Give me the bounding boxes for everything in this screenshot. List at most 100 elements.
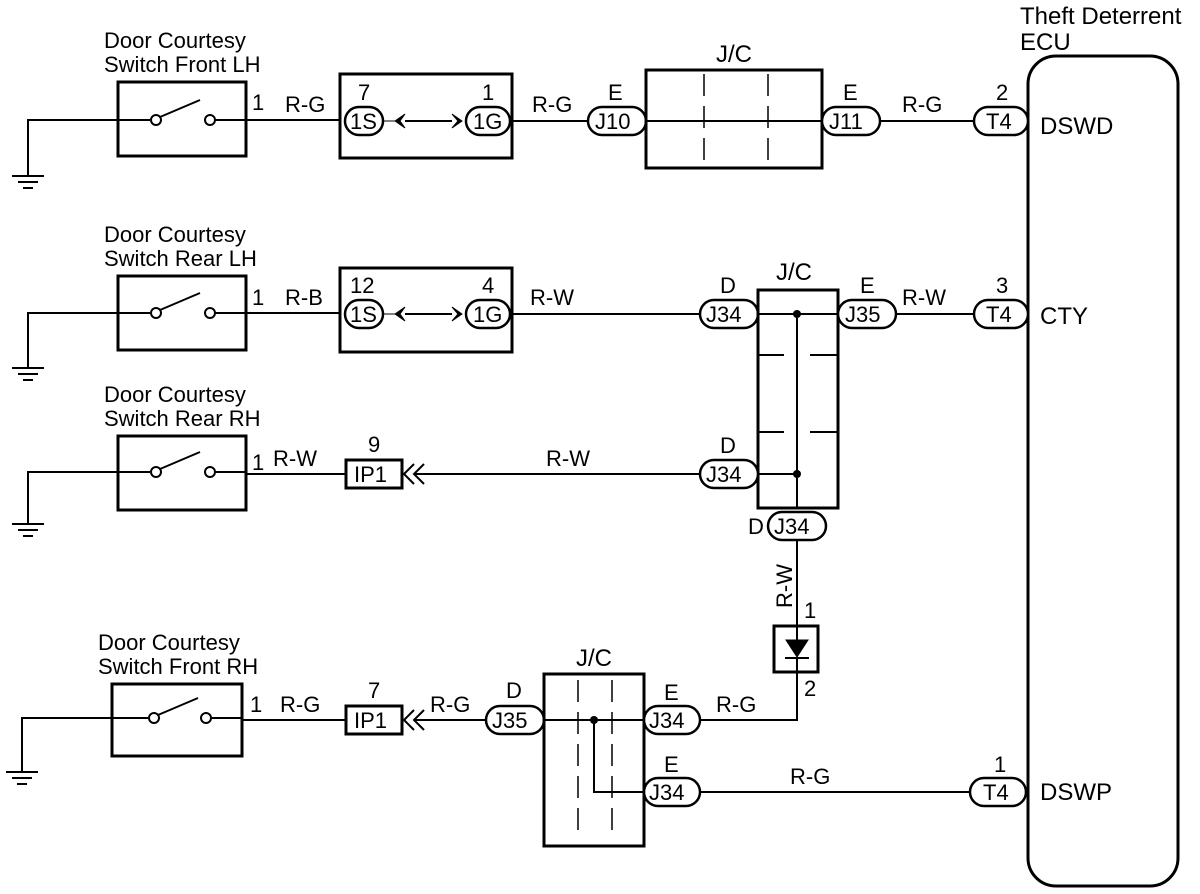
ecu-pin-cty: CTY (1040, 303, 1088, 330)
ecu-title-line1: Theft Deterrent (1020, 3, 1182, 30)
connector-pin: E (608, 80, 623, 105)
connector-pin: 1 (482, 80, 494, 105)
switch-rear-lh-label-2: Switch Rear LH (104, 246, 257, 271)
connector-ip1 (344, 704, 404, 736)
wire-label: R-G (716, 692, 756, 717)
ground-symbol (12, 312, 118, 381)
connector-1g (464, 298, 512, 330)
connector-t4 (972, 298, 1030, 330)
connector-pin: D (720, 433, 736, 458)
switch-front-lh-label-1: Door Courtesy (104, 28, 246, 53)
wire-label: R-W (772, 564, 797, 608)
connector-1s-label: 1S (350, 109, 377, 134)
connector-pin: D (748, 514, 764, 539)
door-courtesy-switch-rear-rh (116, 434, 248, 512)
connector-j35-label: J35 (492, 708, 527, 733)
wire-label: R-W (530, 285, 574, 310)
junction-label: J/C (716, 41, 752, 68)
splice-point (793, 470, 801, 478)
wire-label: R-G (902, 92, 942, 117)
connector-arrow-icon (402, 709, 415, 731)
connector-arrow-icon (383, 306, 406, 322)
wire-label: R-W (546, 446, 590, 471)
door-courtesy-switch-front-lh (116, 80, 248, 158)
junction-label: J/C (576, 645, 612, 672)
ground-symbol (12, 471, 118, 537)
connector-1g-label: 1G (473, 302, 502, 327)
theft-deterrent-ecu: Theft Deterrent ECU DSWD CTY DSWP (1020, 3, 1182, 888)
switch-front-rh-label-2: Switch Front RH (98, 654, 258, 679)
diode-pin: 2 (804, 676, 816, 701)
connector-t4-label: T4 (986, 109, 1012, 134)
connector-arrow-icon (402, 463, 415, 485)
connector-pin: E (843, 80, 858, 105)
wire-label: R-W (902, 285, 946, 310)
connector-1g-label: 1G (473, 109, 502, 134)
door-courtesy-switch-front-rh (110, 682, 244, 758)
ground-symbol (6, 717, 112, 785)
connector-j34-label: J34 (649, 708, 684, 733)
connector-pin: E (664, 680, 679, 705)
junction-box-j-c-1: J/C (644, 41, 824, 170)
switch-rear-rh-label-2: Switch Rear RH (104, 406, 260, 431)
connector-j10-label: J10 (595, 109, 630, 134)
connector-1g (464, 105, 512, 137)
switch-rear-rh-label-1: Door Courtesy (104, 382, 246, 407)
diode: 1 2 (700, 598, 820, 721)
connector-pin: 7 (368, 678, 380, 703)
junction-box-j-c-3: J/C (542, 645, 646, 848)
switch-pin: 1 (250, 692, 262, 717)
connector-pin: E (664, 752, 679, 777)
row-front-rh: Door Courtesy Switch Front RH 1 R-G IP1 … (6, 630, 1028, 848)
connector-j34-label: J34 (706, 302, 741, 327)
connector-j34-label: J34 (706, 462, 741, 487)
connector-ip1-label: IP1 (354, 462, 387, 487)
row-rear-rh: Door Courtesy Switch Rear RH 1 R-W IP1 9… (12, 382, 828, 626)
wire-label: R-G (430, 692, 470, 717)
connector-ip1-label: IP1 (354, 708, 387, 733)
wire-label: R-G (280, 692, 320, 717)
connector-j34 (642, 704, 702, 736)
wire-label: R-B (285, 285, 323, 310)
ecu-pin-dswp: DSWP (1040, 779, 1112, 806)
diode-pin: 1 (804, 598, 816, 623)
wire-label: R-W (273, 446, 317, 471)
ecu-pin-dswd: DSWD (1040, 113, 1113, 140)
connector-pin: E (860, 273, 875, 298)
connector-j11-label: J11 (829, 109, 863, 134)
switch-pin: 1 (252, 90, 264, 115)
switch-front-lh-label-2: Switch Front LH (104, 52, 261, 77)
connector-pin: 7 (358, 80, 370, 105)
connector-pin: 3 (996, 273, 1008, 298)
connector-pin: 1 (994, 752, 1006, 777)
connector-pin: D (720, 273, 736, 298)
connector-t4-label: T4 (983, 780, 1009, 805)
connector-pin: 4 (482, 273, 494, 298)
row-front-lh: Door Courtesy Switch Front LH 1 R-G 1S 7… (12, 28, 1030, 189)
connector-t4-label: T4 (986, 302, 1012, 327)
connector-arrow-icon (451, 306, 463, 322)
switch-pin: 1 (252, 285, 264, 310)
connector-pin: 12 (350, 273, 374, 298)
connector-arrow-icon (383, 113, 406, 129)
door-courtesy-switch-rear-lh (116, 274, 248, 352)
connector-j35-label: J35 (845, 302, 880, 327)
connector-pin: 9 (368, 432, 380, 457)
ecu-title-line2: ECU (1020, 29, 1071, 56)
connector-ip1 (344, 458, 404, 490)
connector-t4 (968, 776, 1028, 808)
switch-front-rh-label-1: Door Courtesy (98, 630, 240, 655)
connector-arrow-icon (451, 113, 463, 129)
splice-point (793, 310, 801, 318)
junction-box-j-c-2: J/C (756, 259, 840, 510)
wire-label: R-G (285, 92, 325, 117)
connector-t4 (972, 105, 1030, 137)
row-rear-lh: Door Courtesy Switch Rear LH 1 R-B 1S 12… (12, 222, 1030, 510)
ground-symbol (12, 119, 118, 189)
switch-rear-lh-label-1: Door Courtesy (104, 222, 246, 247)
connector-j34-label: J34 (774, 514, 809, 539)
wire-label: R-G (532, 92, 572, 117)
connector-1s-label: 1S (350, 302, 377, 327)
wire-label: R-G (790, 764, 830, 789)
